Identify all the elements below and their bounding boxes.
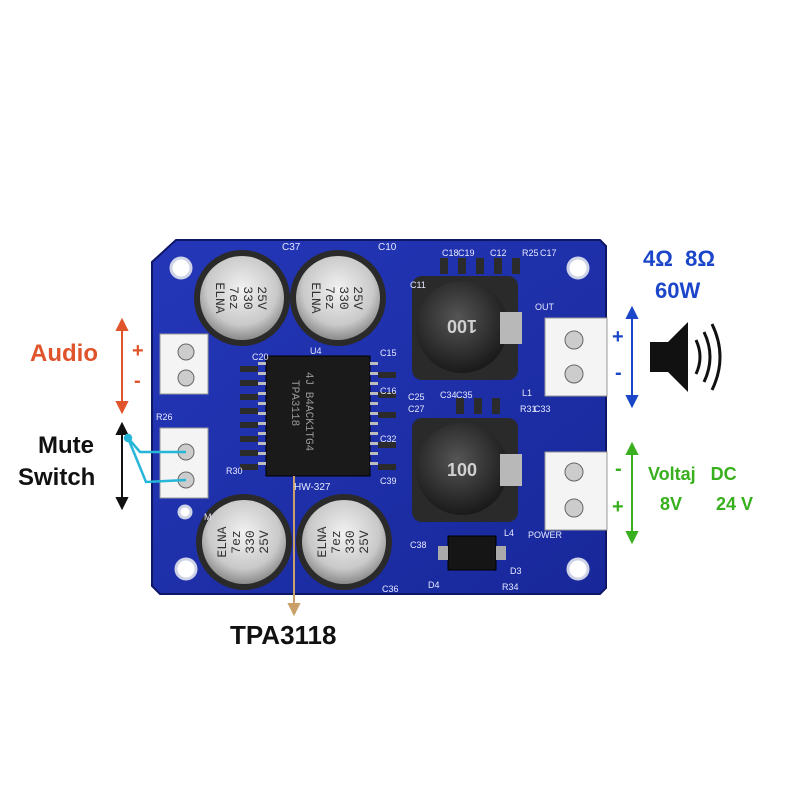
cap-bl-value: 330 — [243, 530, 258, 553]
audio-minus-label: - — [134, 370, 141, 392]
silk-c19: C19 — [458, 248, 475, 258]
cap-tl-brand: ELNA — [212, 282, 227, 313]
audio-bracket-arrow — [115, 317, 129, 415]
cap-tl-code: 7ez — [226, 286, 241, 309]
silk-c32: C32 — [380, 434, 397, 444]
silk-c33: C33 — [534, 404, 551, 414]
voltage-max-label: 24 V — [716, 494, 754, 514]
output-plus-label: + — [612, 326, 624, 348]
chip-name-label: TPA3118 — [230, 620, 337, 650]
mute-label-line2: Switch — [18, 464, 96, 491]
audio-label: Audio — [30, 340, 98, 367]
silk-r31: R31 — [520, 404, 537, 414]
silk-r34: R34 — [502, 582, 519, 592]
board-model: HW-327 — [294, 482, 331, 493]
cap-bl-code: 7ez — [229, 530, 244, 553]
ic-marking-line2: TPA3118 — [288, 380, 300, 426]
diode-d3 — [447, 535, 497, 571]
inductor-bottom-label: 100 — [447, 460, 477, 480]
mute-terminal — [159, 427, 209, 499]
mute-bracket-arrow — [115, 421, 129, 511]
silk-c25: C25 — [408, 392, 425, 402]
cap-tr-code: 7ez — [322, 286, 337, 309]
silk-c12: C12 — [490, 248, 507, 258]
capacitor-top-right — [290, 250, 386, 346]
cap-tr-voltage: 25V — [350, 286, 365, 310]
silk-c18: C18 — [442, 248, 459, 258]
silk-c11: C11 — [410, 280, 426, 290]
power-plus-label: + — [612, 496, 624, 518]
silk-c15: C15 — [380, 348, 397, 358]
silk-c16: C16 — [380, 386, 397, 396]
cap-br-value: 330 — [343, 530, 358, 553]
silk-c34: C34 — [440, 390, 457, 400]
silk-l4: L4 — [504, 528, 514, 538]
power-rating-label: 60W — [655, 278, 701, 303]
cap-tl-value: 330 — [240, 286, 255, 309]
silk-c39: C39 — [380, 476, 397, 486]
silk-power: POWER — [528, 530, 563, 540]
inductor-bottom — [412, 418, 522, 522]
capacitor-bottom-right — [296, 494, 392, 590]
cap-bl-brand: ELNA — [215, 526, 230, 557]
ic-marking-line1: 4J B4ACK1TG4 — [302, 372, 314, 452]
silk-out: OUT — [535, 302, 555, 312]
silk-c37: C37 — [282, 242, 301, 253]
silk-r30: R30 — [226, 466, 243, 476]
cap-tr-value: 330 — [336, 286, 351, 309]
silk-c38: C38 — [410, 540, 427, 550]
silk-c35: C35 — [456, 390, 473, 400]
silk-d3: D3 — [510, 566, 522, 576]
silk-r26: R26 — [156, 412, 173, 422]
inductor-top-label: 100 — [447, 316, 477, 336]
silk-l1: L1 — [522, 388, 532, 398]
cap-tl-voltage: 25V — [254, 286, 269, 310]
mute-label-line1: Mute — [38, 432, 94, 459]
impedance-label: 4Ω 8Ω — [643, 246, 715, 271]
voltage-title-label: Voltaj DC — [648, 464, 737, 484]
silk-c36: C36 — [382, 584, 399, 594]
power-bracket-arrow — [625, 441, 639, 545]
voltage-min-label: 8V — [660, 494, 683, 514]
silk-c10: C10 — [378, 242, 397, 253]
silk-mc: M — [204, 512, 212, 522]
power-input-terminal — [544, 451, 608, 531]
smd-components — [240, 258, 520, 470]
inductor-top — [412, 276, 522, 380]
output-bracket-arrow — [625, 305, 639, 409]
cap-br-brand: ELNA — [315, 526, 330, 557]
capacitor-top-left — [194, 250, 290, 346]
silk-c27: C27 — [408, 404, 425, 414]
silk-c17: C17 — [540, 248, 557, 258]
speaker-output-terminal — [544, 317, 608, 397]
cap-br-code: 7ez — [329, 530, 344, 553]
speaker-icon — [650, 322, 722, 392]
tpa3118-ic — [258, 355, 378, 477]
mounting-holes — [169, 256, 590, 581]
silk-r25: R25 — [522, 248, 539, 258]
mute-wire — [123, 433, 187, 484]
cap-bl-voltage: 25V — [257, 530, 272, 554]
capacitor-bottom-left — [196, 494, 292, 590]
chip-pointer — [287, 476, 301, 617]
cap-tr-brand: ELNA — [308, 282, 323, 313]
audio-input-terminal — [159, 333, 209, 395]
silk-d4: D4 — [428, 580, 440, 590]
silk-c20: C20 — [252, 352, 269, 362]
power-minus-label: - — [615, 458, 622, 480]
cap-br-voltage: 25V — [357, 530, 372, 554]
silk-u4: U4 — [310, 346, 322, 356]
output-minus-label: - — [615, 362, 622, 384]
audio-plus-label: + — [132, 340, 144, 362]
